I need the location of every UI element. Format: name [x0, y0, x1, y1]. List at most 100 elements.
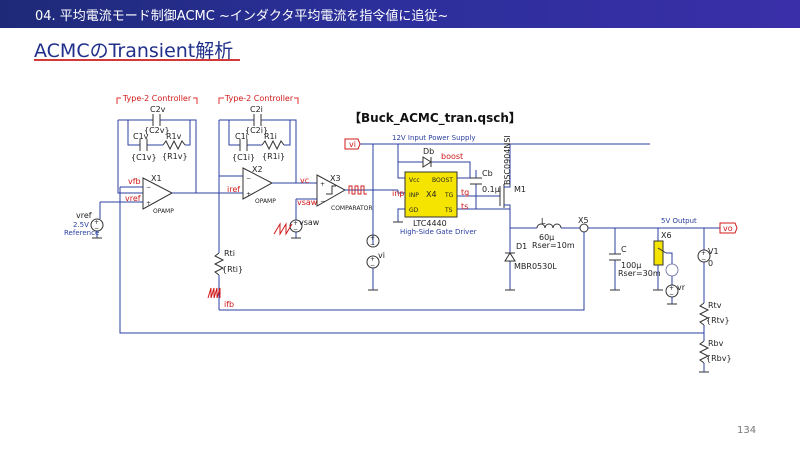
c1v-value: {C1v}: [131, 153, 157, 162]
controller-box-1-title: Type-2 Controller: [122, 94, 192, 103]
svg-text:+: +: [370, 235, 375, 242]
cb-value: 0.1µ: [482, 185, 500, 194]
x3-type: COMPARATOR: [331, 205, 373, 212]
vsaw-source-label: vsaw: [299, 218, 320, 227]
ltc-ref: X4: [426, 190, 437, 199]
capacitor-cb: Cb 0.1µ: [470, 169, 500, 209]
x2-type: OPAMP: [255, 198, 276, 205]
d1-part: MBR0530L: [514, 262, 557, 271]
vsaw-source: + − vsaw: [273, 199, 320, 239]
svg-text:−: −: [146, 184, 151, 191]
l-rser: Rser=10m: [532, 241, 575, 250]
vref-source-label: vref: [76, 211, 92, 220]
diode-db: Db boost: [398, 147, 471, 178]
c-value: 100µ: [621, 261, 641, 270]
vi-source-label: vi: [378, 251, 385, 260]
controller-box-2-title: Type-2 Controller: [224, 94, 294, 103]
vo-port: vo: [719, 222, 738, 234]
ltc-part-name: LTC4440: [413, 219, 447, 228]
net-boost: boost: [441, 152, 463, 161]
mosfet-m1: M1 BSC0904NSI: [499, 135, 526, 228]
vo-port-label: vo: [723, 224, 733, 233]
svg-text:−: −: [701, 256, 706, 263]
c2v-label: C2v: [150, 105, 166, 114]
opamp-x2: − + X2 OPAMP: [242, 165, 276, 205]
svg-text:−: −: [370, 241, 375, 248]
svg-text:+: +: [669, 285, 674, 292]
v1-value: 0: [708, 259, 713, 268]
slide-header: 04. 平均電流モード制御ACMC ~インダクタ平均電流を指令値に追従~: [0, 0, 800, 28]
rbv-label: Rbv: [708, 339, 724, 348]
page-title: ACMCのTransient解析: [34, 40, 234, 62]
c-label: C: [621, 245, 627, 254]
net-vc: vc: [300, 176, 309, 185]
ltc-pin-vcc: Vcc: [409, 177, 420, 184]
ifb-source: ifb: [207, 287, 234, 309]
header-title: 04. 平均電流モード制御ACMC ~インダクタ平均電流を指令値に追従~: [35, 9, 449, 24]
x6-label: X6: [661, 231, 672, 240]
c1i-label: C1i: [235, 132, 248, 141]
capacitor-c: C 100µ Rser=30m: [609, 228, 661, 291]
svg-text:−: −: [293, 226, 298, 233]
x1-type: OPAMP: [153, 208, 174, 215]
x1-label: X1: [151, 174, 162, 183]
net-iref: iref: [227, 185, 240, 194]
page-number: 134: [737, 425, 757, 436]
c1i-value: {C1i}: [232, 153, 255, 162]
ltc-pin-ts: TS: [444, 207, 453, 214]
x5-label: X5: [578, 216, 589, 225]
svg-text:+: +: [94, 219, 99, 226]
net-ifb: ifb: [224, 300, 234, 309]
x2-label: X2: [252, 165, 263, 174]
supply-label: 12V Input Power Supply: [392, 134, 476, 142]
driver-description: High-Side Gate Driver: [400, 228, 477, 236]
svg-text:+: +: [146, 200, 151, 207]
rbv-value: {Rbv}: [706, 354, 732, 363]
svg-text:−: −: [320, 198, 325, 205]
ltc4440-driver: Vcc BOOST INP X4 TG GD TS LTC4440 High-S…: [400, 171, 477, 236]
source-v1: + − V1 0: [697, 228, 719, 303]
ltc-pin-inp: INP: [409, 192, 419, 199]
comparator-x3: + − X3 COMPARATOR: [316, 174, 373, 212]
schematic-file-title: 【Buck_ACMC_tran.qsch】: [349, 110, 521, 126]
cb-label: Cb: [482, 169, 493, 178]
rti-value: {Rti}: [222, 265, 243, 274]
x3-label: X3: [330, 174, 341, 183]
rtv-label: Rtv: [708, 301, 722, 310]
opamp-x1: − + X1 OPAMP: [142, 174, 174, 215]
rtv-value: {Rtv}: [706, 316, 730, 325]
svg-text:−: −: [246, 175, 251, 182]
vi-port: vi: [344, 138, 361, 150]
c1v-label: C1v: [133, 132, 149, 141]
m1-part: BSC0904NSI: [503, 135, 512, 185]
net-ts: ts: [461, 202, 468, 211]
svg-text:+: +: [701, 250, 706, 257]
svg-text:+: +: [293, 220, 298, 227]
output-label: 5V Output: [661, 217, 697, 225]
c2i-label: C2i: [250, 105, 263, 114]
load-x6: X6: [653, 228, 672, 291]
vr-source: + − vr: [665, 263, 686, 305]
resistor-rti: Rti {Rti}: [213, 193, 243, 310]
l-value: 60µ: [539, 233, 554, 242]
svg-text:+: +: [370, 256, 375, 263]
c-rser: Rser=30m: [618, 269, 661, 278]
resistor-rtv: Rtv {Rtv}: [698, 301, 730, 326]
diode-d1: D1 MBR0530L: [504, 228, 557, 291]
net-vfb: vfb: [128, 177, 141, 186]
r1v-label: R1v: [166, 132, 182, 141]
current-probe-x5: X5: [578, 216, 589, 233]
v1-label: V1: [708, 247, 719, 256]
c2i-value: {C2i}: [245, 126, 268, 135]
svg-text:−: −: [94, 225, 99, 232]
net-vref: vref: [125, 194, 141, 203]
net-tg: tg: [461, 188, 469, 197]
ltc-pin-boost: BOOST: [432, 177, 453, 184]
net-inp: inp: [392, 189, 404, 198]
svg-text:+: +: [320, 181, 325, 188]
controller-box-1: Type-2 Controller: [116, 94, 198, 104]
title-underline: [34, 59, 240, 61]
r1v-value: {R1v}: [162, 152, 188, 161]
d1-label: D1: [516, 242, 527, 251]
